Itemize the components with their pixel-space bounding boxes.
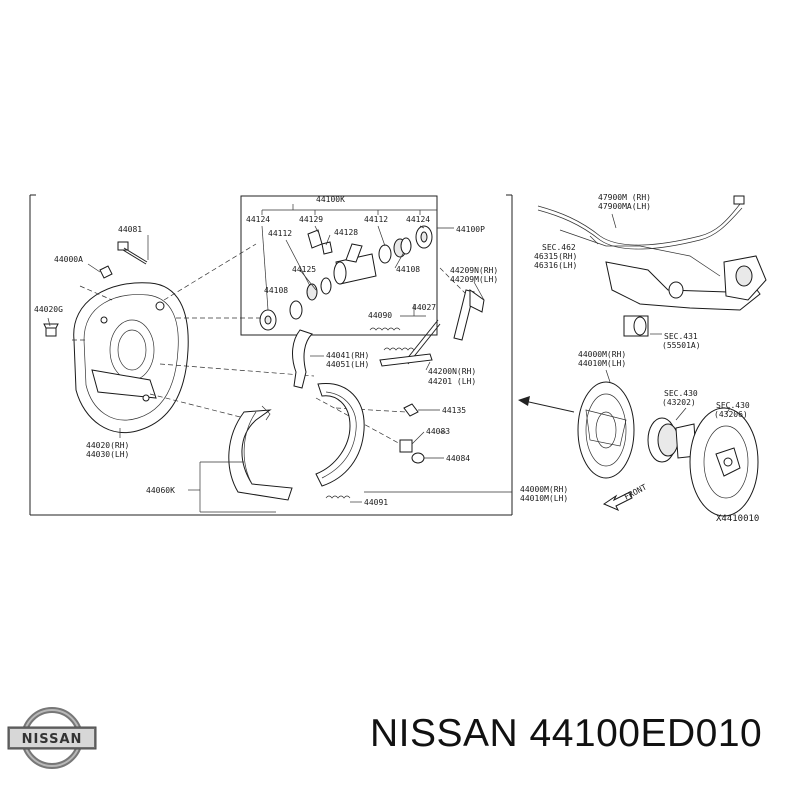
grommet-44020g bbox=[43, 317, 59, 337]
label-44209m: 44209M(LH) bbox=[450, 275, 498, 284]
label-sec431: SEC.431 bbox=[664, 332, 698, 341]
parking-lever bbox=[453, 281, 485, 341]
label-44201: 44201 (LH) bbox=[428, 377, 476, 386]
label-44010m-bottom: 44010M(LH) bbox=[520, 494, 568, 503]
return-springs bbox=[369, 304, 441, 371]
main-frame bbox=[29, 194, 513, 516]
nissan-logo: NISSAN bbox=[7, 707, 97, 769]
label-47900ma: 47900MA(LH) bbox=[598, 202, 651, 211]
label-44125: 44125 bbox=[292, 265, 316, 274]
label-44090: 44090 bbox=[368, 311, 392, 320]
label-44041: 44041(RH) bbox=[326, 351, 369, 360]
backing-plate bbox=[73, 282, 189, 438]
label-55501a: (55501A) bbox=[662, 341, 701, 350]
part-number-caption: NISSAN 44100ED010 bbox=[370, 712, 763, 755]
label-44135: 44135 bbox=[442, 406, 466, 415]
label-44020g: 44020G bbox=[34, 305, 63, 314]
bolt-44081 bbox=[117, 235, 149, 265]
label-44129: 44129 bbox=[299, 215, 323, 224]
part-labels: 44100K 44124 44129 44112 44124 44100P 44… bbox=[34, 193, 759, 524]
label-43206: (43206) bbox=[714, 410, 748, 419]
label-44084: 44084 bbox=[446, 454, 470, 463]
label-44000m-bottom: 44000M(RH) bbox=[520, 485, 568, 494]
wheel-cylinder-parts bbox=[259, 225, 433, 331]
logo-text: NISSAN bbox=[22, 732, 83, 747]
label-44112-right: 44112 bbox=[364, 215, 388, 224]
label-sec430-left: SEC.430 bbox=[664, 389, 698, 398]
label-46316: 46316(LH) bbox=[534, 261, 577, 270]
label-44000a: 44000A bbox=[54, 255, 83, 264]
label-43202: (43202) bbox=[662, 398, 696, 407]
label-44081: 44081 bbox=[118, 225, 142, 234]
label-44091: 44091 bbox=[364, 498, 388, 507]
label-44124-left: 44124 bbox=[246, 215, 270, 224]
front-label: FRONT bbox=[623, 482, 649, 501]
label-44000m-right: 44000M(RH) bbox=[578, 350, 626, 359]
rear-suspension-assembly bbox=[537, 195, 767, 337]
drum-assembly bbox=[577, 369, 759, 517]
label-47900m: 47900M (RH) bbox=[598, 193, 651, 202]
wheel-cylinder-box bbox=[240, 195, 454, 336]
label-44112-left: 44112 bbox=[268, 229, 292, 238]
shoe-hardware bbox=[325, 403, 512, 503]
part-44000a bbox=[79, 263, 113, 301]
direction-arrow bbox=[518, 396, 575, 413]
label-44124-right: 44124 bbox=[406, 215, 430, 224]
label-44108-right: 44108 bbox=[396, 265, 420, 274]
label-44100p: 44100P bbox=[456, 225, 485, 234]
label-44027: 44027 bbox=[412, 303, 436, 312]
label-44100k: 44100K bbox=[316, 195, 345, 204]
label-44128: 44128 bbox=[334, 228, 358, 237]
label-sec430-right: SEC.430 bbox=[716, 401, 750, 410]
brake-shoes bbox=[188, 383, 365, 513]
label-46315: 46315(RH) bbox=[534, 252, 577, 261]
label-44020: 44020(RH) bbox=[86, 441, 129, 450]
label-44030: 44030(LH) bbox=[86, 450, 129, 459]
label-sec462: SEC.462 bbox=[542, 243, 576, 252]
label-44060k: 44060K bbox=[146, 486, 175, 495]
label-44209n: 44209N(RH) bbox=[450, 266, 498, 275]
diagram-code: X4410010 bbox=[716, 514, 759, 524]
adjuster-lever bbox=[292, 329, 324, 389]
label-44200n: 44200N(RH) bbox=[428, 367, 476, 376]
label-44108-left: 44108 bbox=[264, 286, 288, 295]
label-44083: 44083 bbox=[426, 427, 450, 436]
front-arrow-icon bbox=[602, 491, 633, 511]
label-44051: 44051(LH) bbox=[326, 360, 369, 369]
label-44010m-right: 44010M(LH) bbox=[578, 359, 626, 368]
